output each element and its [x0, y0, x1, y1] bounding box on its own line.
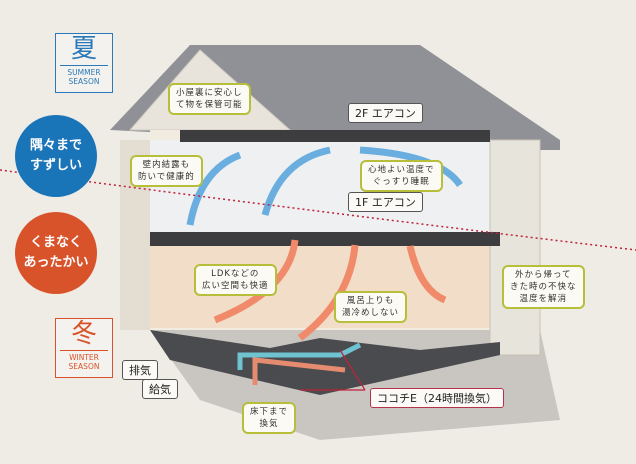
note-ldk: LDKなどの広い空間も快適 — [194, 264, 277, 296]
note-attic: 小屋裏に安心して物を保管可能 — [168, 83, 251, 115]
cool-air-arrow — [186, 151, 242, 226]
label-exhaust: 排気 — [122, 360, 158, 380]
label-1f-aircon: 1F エアコン — [348, 192, 423, 212]
label-ventilation-system: ココチE（24時間換気） — [370, 388, 504, 408]
label-2f-aircon: 2F エアコン — [348, 103, 423, 123]
note-floor: 床下まで換気 — [242, 402, 297, 434]
note-sleep: 心地よい温度でぐっすり睡眠 — [360, 160, 443, 192]
winter-circle: くまなくあったかい — [15, 212, 97, 294]
duct — [237, 342, 362, 370]
note-bath: 風呂上りも湯冷めしない — [334, 291, 408, 323]
summer-kanji: 夏 — [70, 34, 97, 64]
note-wall: 壁内結露も防いで健康的 — [130, 155, 203, 187]
winter-kanji: 冬 — [70, 319, 97, 349]
label-supply: 給気 — [142, 379, 178, 399]
warm-air-arrow — [406, 245, 447, 304]
side-wall — [489, 139, 541, 356]
system-leader — [300, 349, 366, 391]
summer-circle: 隅々まですずしい — [15, 115, 97, 197]
cool-air-arrow — [261, 146, 331, 216]
underfloor — [150, 330, 500, 395]
note-home: 外から帰ってきた時の不快な温度を解消 — [502, 265, 585, 309]
ceiling-slab — [180, 130, 490, 142]
duct — [252, 357, 346, 385]
floor-slab — [150, 232, 500, 246]
